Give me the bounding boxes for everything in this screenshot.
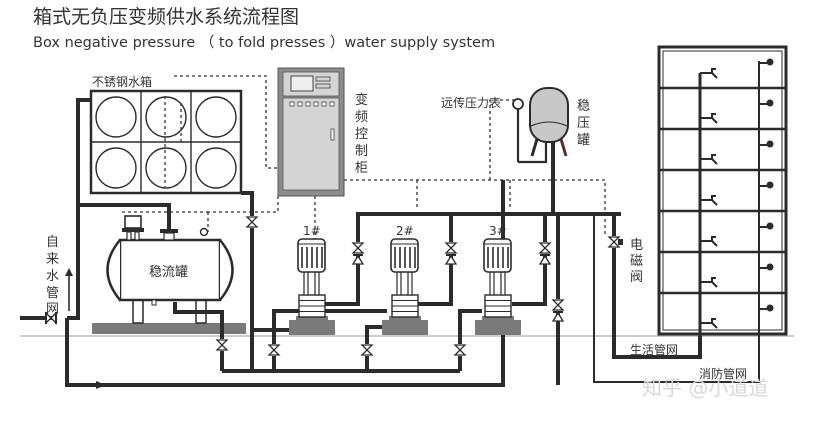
solenoid-actuator-icon [618, 239, 623, 245]
floor [700, 99, 774, 124]
faucet-icon [700, 154, 718, 165]
floor [700, 140, 774, 165]
faucet-icon [700, 195, 718, 206]
pump-base [289, 320, 335, 335]
faucet-icon [700, 277, 718, 288]
inlet-label-char: 自 [46, 235, 59, 250]
fire-hydrant-icon [759, 140, 774, 148]
tank-panel-circles [95, 96, 237, 189]
title-chinese: 箱式无负压变频供水系统流程图 [33, 6, 299, 28]
check-valve-icon [551, 299, 565, 322]
pressure-gauge-label: 远传压力表 [441, 95, 501, 110]
pump-base [475, 320, 521, 335]
title-english: Box negative pressure （ to fold presses … [33, 34, 495, 51]
pump-group: 1# 2# 3# [289, 224, 521, 335]
valves [45, 216, 621, 356]
gate-valve-icon [245, 216, 259, 228]
building [657, 45, 788, 336]
faucet-icon [700, 68, 718, 79]
faucet-icon [700, 236, 718, 247]
solenoid-label-char: 电 [630, 238, 643, 253]
fire-hydrant-icon [759, 304, 774, 312]
gate-valve-icon [360, 344, 374, 356]
check-valve-icon [444, 242, 458, 265]
fire-hydrant-icon [759, 58, 774, 66]
pump-2: 2# [382, 224, 428, 335]
faucet-icon [700, 113, 718, 124]
solenoid-label-char: 磁 [630, 254, 643, 269]
floor [700, 222, 774, 247]
pump-label: 1# [303, 224, 321, 238]
cabinet-buttons [289, 101, 335, 107]
fire-hydrant-icon [759, 263, 774, 271]
fire-network-label: 消防管网 [699, 366, 747, 381]
pump-1: 1# [289, 224, 335, 335]
solenoid-valve-icon [607, 236, 621, 248]
pump-3: 3# [475, 224, 521, 335]
inlet-label-char: 水 [46, 269, 59, 284]
watermark: 知乎 @小道道 [642, 376, 768, 400]
fire-hydrant-icon [759, 181, 774, 189]
check-valve-icon [351, 242, 365, 265]
domestic-network-label: 生活管网 [630, 342, 678, 357]
water-tank-label: 不锈钢水箱 [92, 74, 152, 89]
gate-valve-icon [215, 339, 229, 351]
inlet-label-char: 管 [46, 286, 59, 301]
municipal-water-inlet: 自 来 水 管 网 [46, 235, 73, 317]
inlet-valve-icon [45, 311, 57, 325]
pressure-stabilizing-tank: 稳 压 罐 [529, 87, 590, 157]
pressure-tank-label-char: 罐 [577, 133, 590, 148]
cabinet-handle [330, 128, 335, 141]
cabinet-label-char: 变 [355, 92, 368, 108]
solenoid-label-char: 阀 [630, 270, 643, 285]
control-signal-lines [122, 75, 606, 240]
tank-base [92, 323, 246, 334]
fire-hydrant-icon [759, 99, 774, 107]
cabinet-label-char: 控 [355, 127, 368, 142]
faucet-icon [700, 318, 718, 329]
inlet-label-char: 来 [46, 252, 59, 267]
check-valve-icon [538, 242, 552, 265]
cabinet-label-char: 频 [355, 110, 368, 125]
pressure-tank-label-char: 压 [577, 116, 590, 131]
tank-vent-box [124, 215, 142, 229]
gate-valve-icon [267, 344, 281, 356]
pump-base [382, 320, 428, 335]
pressure-tank-label-char: 稳 [577, 98, 590, 114]
flow-stabilizing-tank: 稳流罐 [92, 215, 246, 334]
floor [700, 181, 774, 206]
pump-label: 2# [396, 224, 414, 238]
gauge-icon [512, 98, 524, 110]
solenoid-valve: 电 磁 阀 [618, 238, 643, 285]
vfd-control-cabinet: 变 频 控 制 柜 [277, 67, 368, 197]
cabinet-label-char: 制 [355, 144, 368, 159]
floor [700, 304, 774, 329]
floor [700, 58, 774, 79]
stainless-water-tank: 不锈钢水箱 [89, 74, 243, 195]
floor [700, 263, 774, 288]
cabinet-display [290, 75, 314, 92]
pump-label: 3# [489, 224, 507, 238]
arrowhead-icon [96, 381, 106, 389]
cabinet-label-char: 柜 [355, 161, 368, 176]
gate-valve-icon [453, 344, 467, 356]
stabilizer-tank-label: 稳流罐 [149, 264, 188, 280]
remote-pressure-gauge: 远传压力表 [441, 95, 524, 162]
fire-hydrant-icon [759, 222, 774, 230]
tank-gauge-icon [199, 227, 209, 237]
